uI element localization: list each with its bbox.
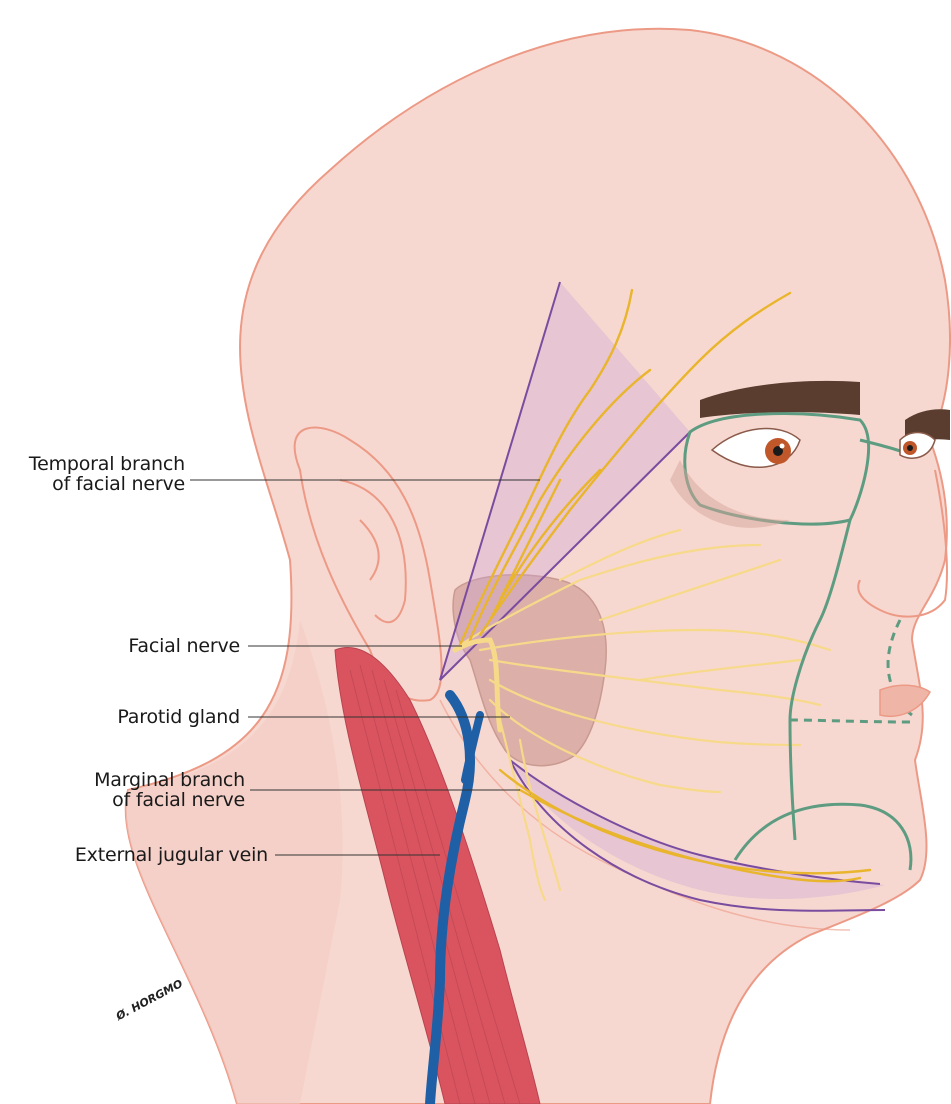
label-marginal-branch-line1: Marginal branch bbox=[40, 770, 245, 790]
label-facial-nerve: Facial nerve bbox=[60, 636, 240, 656]
label-facial-nerve-text: Facial nerve bbox=[60, 636, 240, 656]
label-marginal-branch: Marginal branch of facial nerve bbox=[40, 770, 245, 810]
label-temporal-branch-line2: of facial nerve bbox=[8, 474, 185, 494]
label-external-jugular-vein: External jugular vein bbox=[10, 845, 268, 865]
label-external-jugular-vein-text: External jugular vein bbox=[10, 845, 268, 865]
label-parotid-gland: Parotid gland bbox=[60, 707, 240, 727]
label-temporal-branch-line1: Temporal branch bbox=[8, 454, 185, 474]
label-temporal-branch: Temporal branch of facial nerve bbox=[8, 454, 185, 494]
label-marginal-branch-line2: of facial nerve bbox=[40, 790, 245, 810]
label-parotid-gland-text: Parotid gland bbox=[60, 707, 240, 727]
